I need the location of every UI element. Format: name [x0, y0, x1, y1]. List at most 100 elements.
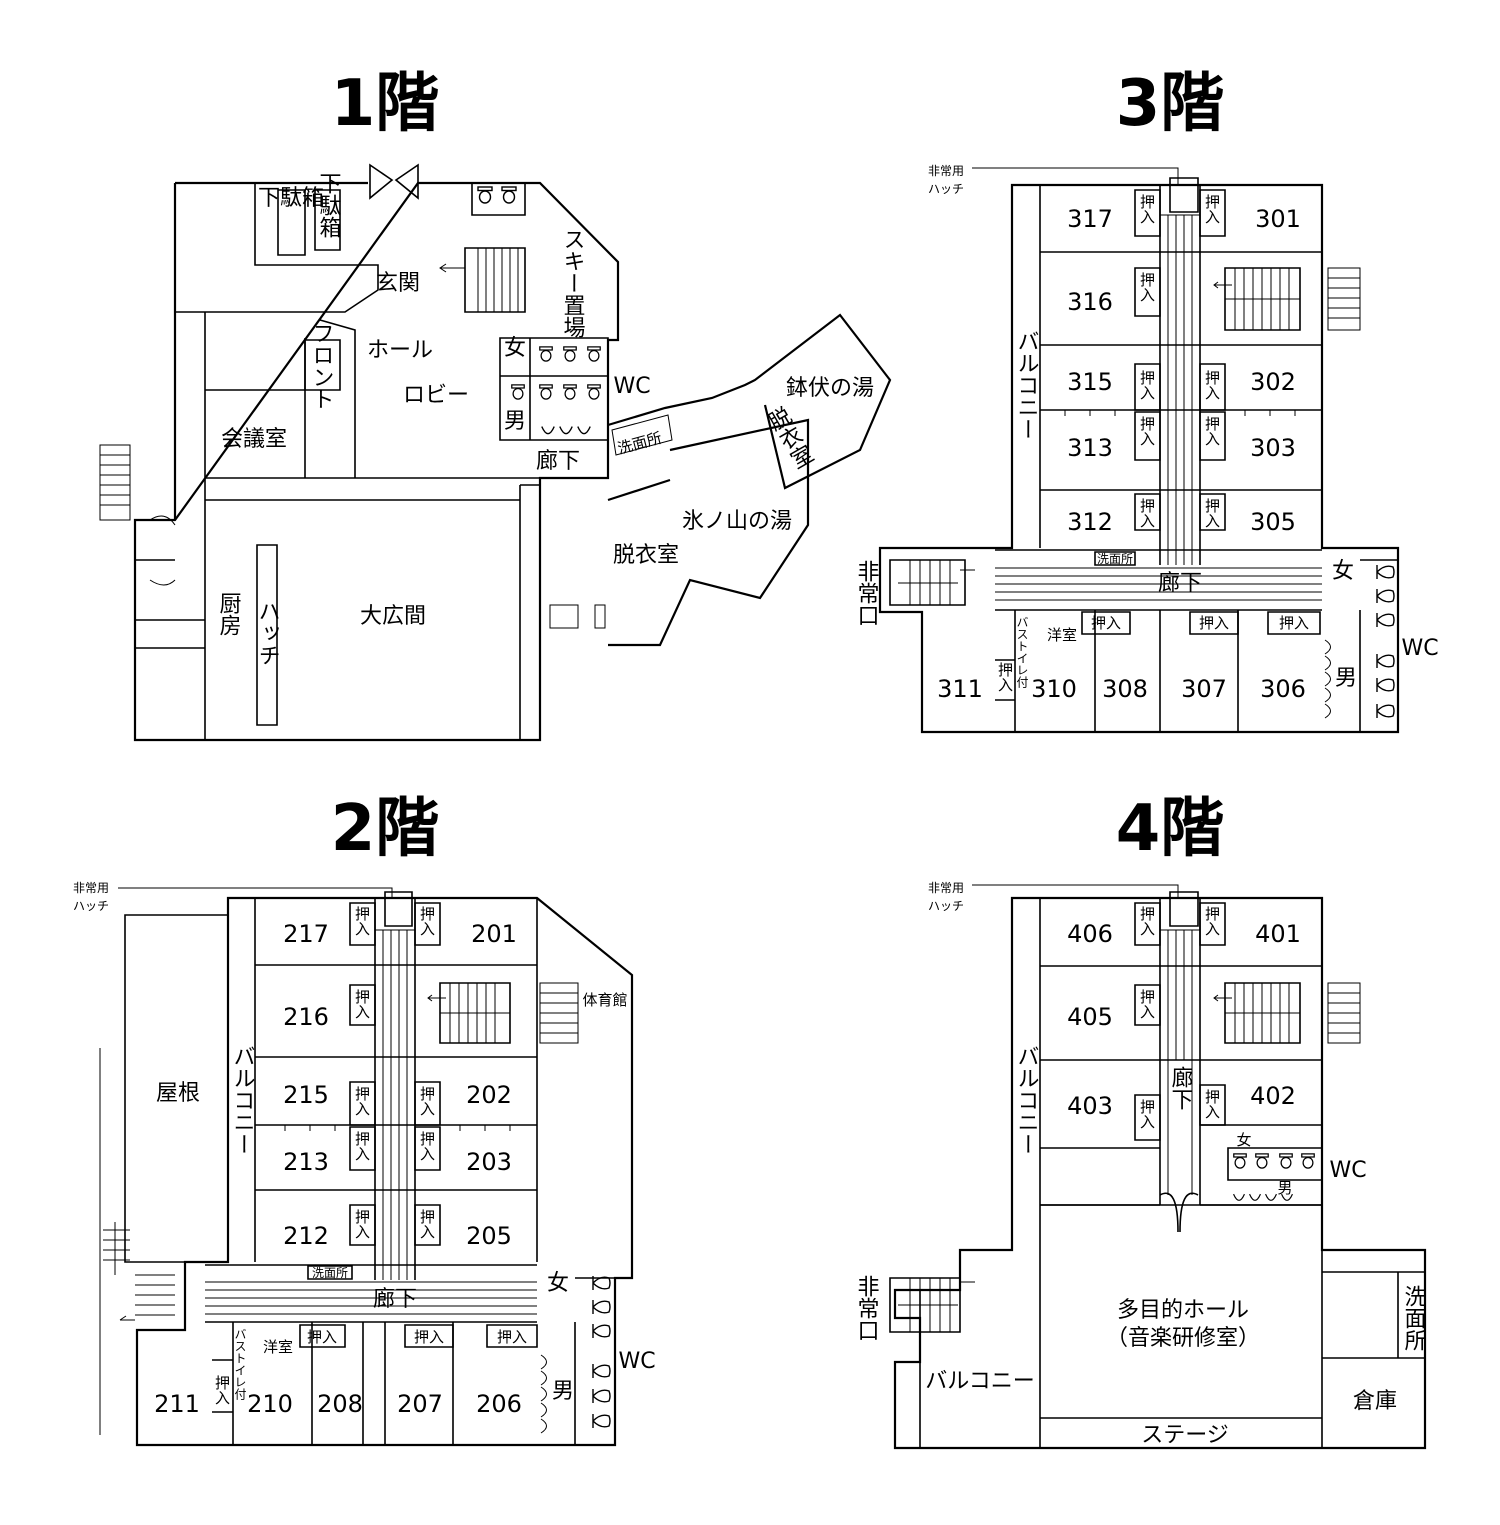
- f2-hcorridor-lines: [205, 1281, 537, 1315]
- f2-room-203: 203: [466, 1148, 512, 1176]
- f1-wc-label: WC: [613, 374, 650, 399]
- f4-music-room-label: （音楽研修室）: [1106, 1326, 1260, 1351]
- f2-closet-label: 押入: [418, 1086, 436, 1116]
- f4-wc-block: [1227, 1147, 1323, 1181]
- f3-room-310: 310: [1031, 675, 1077, 703]
- f2-washroom-label: 洗面所: [312, 1266, 348, 1280]
- f3-room-301: 301: [1255, 205, 1301, 233]
- f4-toilet-icon: [1279, 1153, 1293, 1169]
- f3-toilet-icon: [1376, 677, 1395, 693]
- f2-room-206: 206: [476, 1390, 522, 1418]
- f3-closet-label: 押入: [1203, 498, 1221, 528]
- f3-closet-label: 押入: [1138, 194, 1156, 224]
- floor-1-title: 1階: [331, 67, 440, 141]
- f1-shoe-racks: [277, 189, 341, 256]
- f4-hatch-leader-line: [972, 884, 1179, 898]
- f1-urinal-icon: [541, 425, 555, 435]
- f2-partition-ticks: [284, 1125, 511, 1131]
- f3-urinal-icons: [1324, 639, 1331, 719]
- f4-closet-label: 押入: [1138, 1099, 1156, 1129]
- f1-top-wc-walls: [471, 183, 526, 216]
- f1-wc-toilet-icon: [539, 384, 553, 400]
- f2-closet-label: 押入: [307, 1328, 337, 1346]
- f1-great-hall-label: 大広間: [360, 604, 426, 629]
- f3-room-311: 311: [937, 675, 983, 703]
- f3-south-room-walls: [995, 610, 1239, 732]
- f2-room-216: 216: [283, 1003, 329, 1031]
- f3-hatch-box: [1169, 177, 1199, 213]
- f1-toilet-icon: [501, 186, 517, 204]
- f3-corridor-walls: [1159, 185, 1201, 565]
- f1-ski-label: スキー置場: [560, 228, 586, 338]
- f1-lobby-label: ロビー: [403, 383, 469, 408]
- f3-hatch-note-line2: ハッチ: [928, 182, 964, 196]
- f4-room-402: 402: [1250, 1082, 1296, 1110]
- f3-room-307: 307: [1181, 675, 1227, 703]
- f3-closet-label: 押入: [1203, 416, 1221, 446]
- f4-washroom-label: 洗面所: [1401, 1285, 1427, 1351]
- floor-4-title: 4階: [1116, 792, 1225, 866]
- f3-room-317: 317: [1067, 205, 1113, 233]
- f3-room-302: 302: [1250, 368, 1296, 396]
- f3-emergency-stair-treads: [898, 560, 975, 605]
- f2-stairs: [439, 982, 511, 1044]
- f1-meeting-room-label: 会議室: [221, 427, 287, 452]
- f4-urinal-icon: [1248, 1193, 1262, 1201]
- f2-women-label: 女: [547, 1271, 569, 1296]
- f1-stair-arrow-icon: [439, 263, 465, 273]
- f3-room-316: 316: [1067, 288, 1113, 316]
- f2-washroom-box: [307, 1265, 353, 1280]
- f4-men-label: 男: [1277, 1179, 1292, 1197]
- f2-men-label: 男: [552, 1379, 574, 1404]
- f3-outer-wall: [878, 183, 1400, 734]
- f3-washroom-box: [1094, 551, 1136, 566]
- f1-toilet-icon: [477, 186, 493, 204]
- f1-hall-walls: [205, 484, 541, 740]
- f4-stairs: [1224, 982, 1301, 1044]
- f2-room-207: 207: [397, 1390, 443, 1418]
- f2-balcony-label: バルコニー: [230, 1045, 255, 1155]
- f3-closet-label: 押入: [1279, 614, 1309, 632]
- f4-toilet-icon: [1233, 1153, 1247, 1169]
- f1-door-swing-icon: [149, 515, 176, 586]
- f2-gym-label: 体育館: [582, 991, 627, 1009]
- f2-stair-treads: [427, 983, 510, 1043]
- f4-hatch-note-line2: ハッチ: [928, 899, 964, 913]
- f2-closet-label: 押入: [213, 1375, 231, 1405]
- f2-wc-label: WC: [618, 1349, 655, 1374]
- f1-stairs: [464, 247, 526, 313]
- f2-room-211: 211: [154, 1390, 200, 1418]
- f1-wc-toilet-icon: [587, 384, 601, 400]
- f4-corridor-label: 廊下: [1168, 1066, 1194, 1110]
- f3-room-313: 313: [1067, 434, 1113, 462]
- f2-urinal-icons: [540, 1354, 547, 1434]
- f4-hall-walls: [1039, 1204, 1425, 1448]
- f1-entrance-door-icon: [369, 163, 419, 200]
- f3-closet-label: 押入: [1138, 370, 1156, 400]
- f4-exterior-stairs: [1327, 982, 1361, 1044]
- f2-west-stairs: [99, 1048, 175, 1435]
- f4-balcony-vertical-label: バルコニー: [1014, 1045, 1039, 1155]
- f2-room-213: 213: [283, 1148, 329, 1176]
- f2-room-201: 201: [471, 920, 517, 948]
- f4-corridor-walls: [1159, 898, 1201, 1205]
- f1-genkan-label: 玄関: [376, 271, 420, 296]
- f3-room-315: 315: [1067, 368, 1113, 396]
- f3-washroom-label: 洗面所: [1097, 552, 1133, 566]
- f1-wc-toilet-icon: [511, 384, 525, 400]
- f1-wc-toilet-icon: [587, 346, 601, 362]
- f2-hcorridor-walls: [205, 1264, 537, 1323]
- f1-men-label: 男: [504, 409, 526, 434]
- f1-urinal-icon: [577, 425, 591, 435]
- f2-roof-label: 屋根: [156, 1081, 200, 1106]
- f2-hatch-box: [384, 891, 413, 927]
- f1-washroom-box: [611, 414, 673, 456]
- f3-closet-label: 押入: [1203, 194, 1221, 224]
- f4-room-walls: [1039, 898, 1322, 1206]
- f2-room-212: 212: [283, 1222, 329, 1250]
- f3-toilet-icon: [1376, 564, 1395, 580]
- f4-corridor-lines: [1160, 929, 1200, 1195]
- f3-corridor-label: 廊下: [1158, 571, 1202, 596]
- floor-4-plan: 4階 非常用 ハッチ 406 401 405 403 402 廊下 女 男 WC…: [854, 792, 1427, 1450]
- f2-corridor-walls: [374, 898, 416, 1280]
